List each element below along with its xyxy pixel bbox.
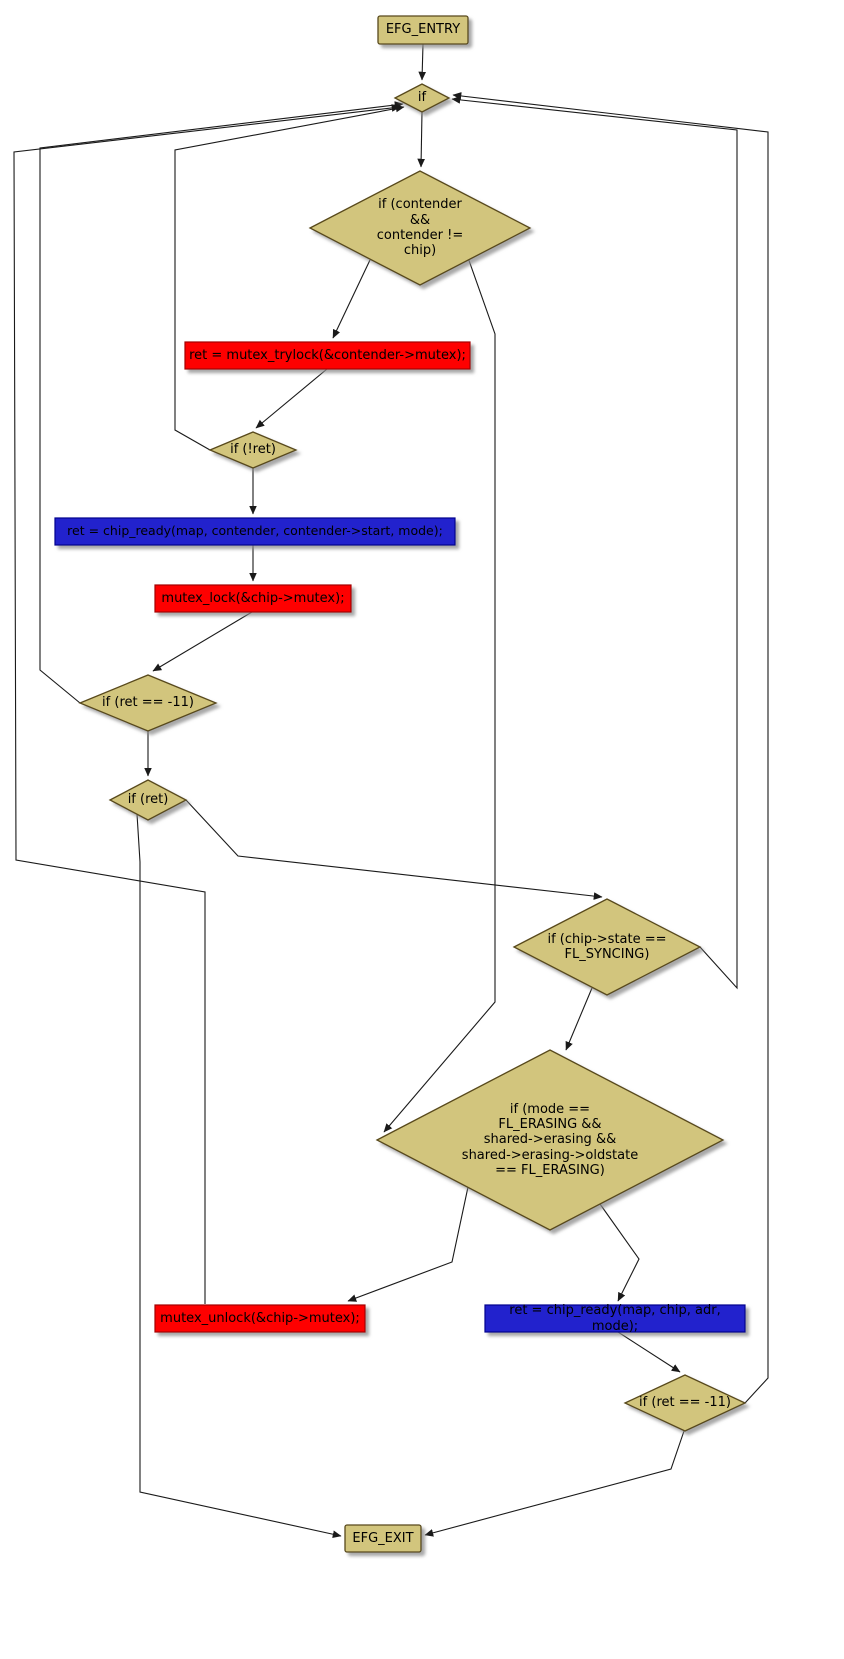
node-layer — [54, 15, 747, 1553]
edge-chipready2-to-ifeagain2 — [617, 1331, 681, 1373]
if-contender-diamond — [308, 170, 532, 286]
edge-ifeagain2-to-exit — [424, 1430, 685, 1537]
if-not-ret-diamond — [208, 431, 298, 469]
edge-syncing-to-erasing — [565, 987, 593, 1051]
if-top-diamond — [393, 83, 451, 113]
edge-ifeagain1-retry-to-if — [39, 101, 404, 704]
edge-trylock-to-ifnotret — [255, 368, 328, 429]
exit-node-shape — [344, 1524, 422, 1553]
if-ret-eagain-2-diamond — [623, 1374, 747, 1432]
edge-ifret-false-to-syncing — [185, 799, 603, 900]
edge-layer — [13, 43, 769, 1538]
edge-entry-to-if — [418, 43, 427, 81]
chip-ready-contender-box — [54, 517, 456, 546]
edge-mutexlock-to-ifeagain1 — [152, 611, 253, 672]
if-erasing-diamond — [375, 1049, 725, 1231]
mutex-unlock-box — [154, 1304, 366, 1333]
chip-ready-chip-box — [484, 1304, 746, 1333]
edge-ifnotret-retry-to-if — [174, 104, 405, 451]
edge-erasing-false-to-chipready2 — [599, 1203, 640, 1302]
if-ret-eagain-1-diamond — [78, 674, 218, 732]
edge-contender-true-to-trylock — [332, 259, 371, 339]
if-ret-diamond — [108, 779, 188, 821]
edge-erasing-true-to-unlock — [347, 1186, 469, 1302]
mutex-trylock-box — [184, 341, 471, 370]
edge-ifret-true-to-exit — [136, 813, 342, 1538]
edge-syncing-retry-to-if — [451, 96, 738, 990]
edge-ifeagain2-retry-to-if — [452, 92, 769, 1404]
mutex-lock-box — [154, 584, 352, 613]
edge-if-to-contender — [417, 111, 425, 168]
entry-node-shape — [377, 15, 469, 45]
edge-contender-false-to-erasing — [383, 251, 496, 1133]
edge-unlock-retry-to-if — [13, 104, 401, 1304]
if-syncing-diamond — [512, 898, 702, 996]
